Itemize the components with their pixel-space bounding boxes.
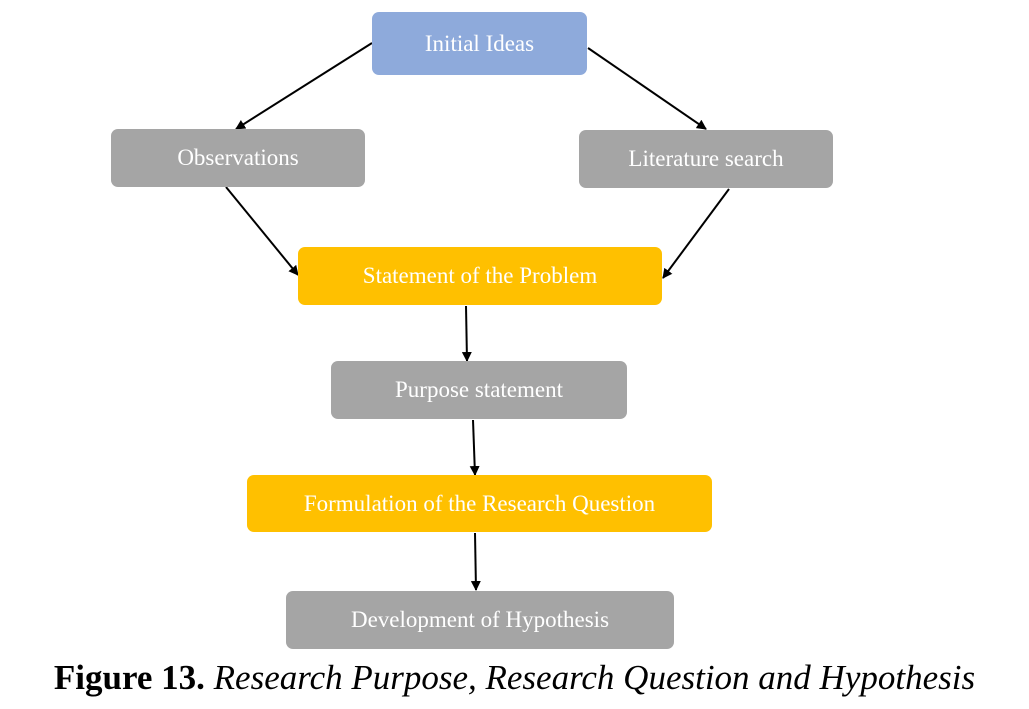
arrow-initial-to-observations: [235, 42, 373, 130]
arrow-statement-to-purpose: [461, 305, 472, 362]
figure-caption: Figure 13. Research Purpose, Research Qu…: [0, 658, 1029, 698]
node-label: Development of Hypothesis: [350, 607, 610, 632]
node-development-of-hypothesis: Development of Hypothesis: [286, 591, 674, 649]
caption-label: Figure 13.: [53, 658, 205, 697]
node-literature-search: Literature search: [579, 130, 833, 188]
arrow-literature-to-statement: [662, 188, 730, 279]
arrow-formulation-to-development: [470, 532, 481, 591]
node-label: Literature search: [628, 146, 784, 171]
node-label: Formulation of the Research Question: [303, 490, 656, 516]
caption-title: Research Purpose, Research Question and …: [213, 658, 976, 697]
node-label: Statement of the Problem: [362, 263, 598, 288]
node-label: Purpose statement: [395, 377, 563, 402]
node-observations: Observations: [111, 129, 365, 187]
node-initial-ideas: Initial Ideas: [372, 12, 587, 75]
node-label: Initial Ideas: [424, 30, 535, 56]
node-label: Observations: [177, 145, 299, 170]
node-purpose-statement: Purpose statement: [331, 361, 627, 419]
node-formulation-research-question: Formulation of the Research Question: [247, 475, 712, 532]
arrow-purpose-to-formulation: [469, 419, 480, 476]
arrow-observations-to-statement: [225, 186, 299, 276]
node-statement-of-problem: Statement of the Problem: [298, 247, 662, 305]
arrow-initial-to-literature: [587, 47, 707, 130]
